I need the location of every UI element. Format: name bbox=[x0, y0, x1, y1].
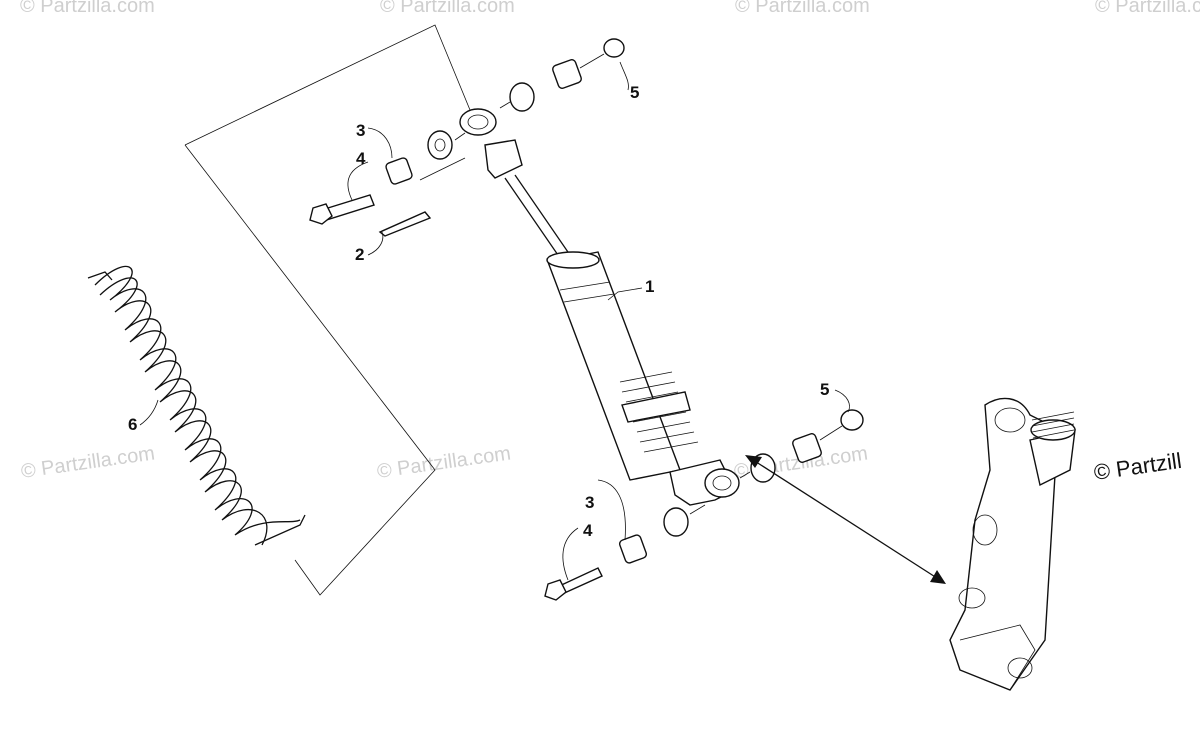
coil-spring bbox=[87, 265, 306, 546]
upper-bushing-right bbox=[509, 82, 535, 112]
upper-bolt-head bbox=[309, 203, 333, 225]
watermark-top-2: © Partzilla.com bbox=[380, 0, 515, 17]
callout-6: 6 bbox=[128, 415, 137, 434]
spindle-thread bbox=[1030, 419, 1076, 441]
callout-3-upper: 3 bbox=[356, 121, 365, 140]
lower-bushing-left bbox=[663, 507, 689, 537]
callout-4-lower: 4 bbox=[583, 521, 593, 540]
spring-bracket-bottom bbox=[184, 144, 436, 596]
lower-spacer bbox=[618, 534, 648, 564]
lower-hardware bbox=[544, 409, 864, 601]
watermark-mid-2: © Partzilla.com bbox=[376, 442, 513, 483]
upper-nut bbox=[603, 38, 625, 58]
callout-5-lower: 5 bbox=[820, 380, 829, 399]
lower-eye bbox=[704, 468, 740, 498]
shock-body bbox=[547, 251, 681, 481]
cotter-pin bbox=[378, 211, 432, 237]
upper-sleeve bbox=[552, 59, 582, 89]
copyright-text: © Partzill bbox=[1092, 448, 1183, 485]
arrowhead-upper bbox=[745, 455, 762, 468]
watermark-top-3: © Partzilla.com bbox=[735, 0, 870, 17]
upper-spacer bbox=[385, 157, 413, 185]
shock-absorber bbox=[459, 108, 740, 506]
callout-2: 2 bbox=[355, 245, 364, 264]
upper-eye bbox=[459, 108, 497, 136]
upper-hardware bbox=[309, 38, 625, 237]
upper-bushing-left bbox=[427, 130, 453, 160]
spindle-knuckle bbox=[949, 397, 1076, 691]
callout-4-upper: 4 bbox=[356, 149, 366, 168]
watermark-top-4: © Partzilla.com bbox=[1095, 0, 1200, 17]
bump-stop bbox=[484, 139, 523, 179]
lower-bolt-head bbox=[544, 579, 567, 601]
leader-lines bbox=[139, 61, 850, 581]
watermark-top-1: © Partzilla.com bbox=[20, 0, 155, 17]
lower-sleeve bbox=[792, 433, 822, 463]
connection-arrow bbox=[745, 455, 946, 584]
spring-collar bbox=[621, 391, 691, 423]
arrowhead-lower bbox=[930, 570, 946, 584]
callout-5-upper: 5 bbox=[630, 83, 639, 102]
callout-3-lower: 3 bbox=[585, 493, 594, 512]
callout-1: 1 bbox=[645, 277, 654, 296]
watermark-mid-1: © Partzilla.com bbox=[20, 442, 157, 483]
spring-bracket-top bbox=[184, 24, 471, 146]
lower-nut bbox=[840, 409, 864, 431]
